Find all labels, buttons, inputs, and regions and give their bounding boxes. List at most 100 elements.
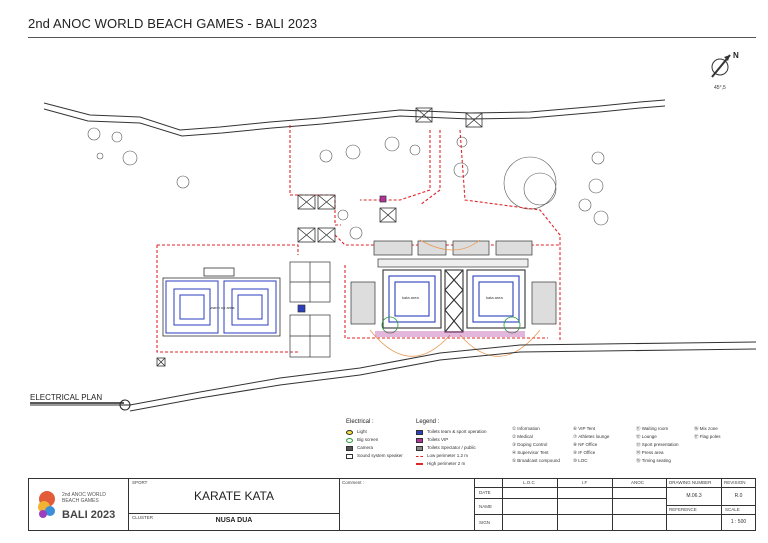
cluster-value: NUSA DUA	[215, 517, 253, 524]
light-icon	[346, 429, 353, 435]
sport-divider	[129, 513, 339, 514]
drawing-number-label: DRAWING NUMBER	[669, 480, 712, 485]
anoc-column: ANOC	[613, 479, 667, 530]
legend-high-perimeter: High perimeter 2 m	[416, 460, 487, 468]
trees	[87, 127, 609, 240]
low-perimeter-icon	[416, 455, 423, 457]
legend-toilets-public: Toilets Spectator / public	[416, 444, 487, 452]
grid-line	[558, 498, 612, 499]
num-label: Medical	[517, 434, 533, 439]
electrical-legend-title: Electrical :	[346, 419, 374, 425]
name-label: NAME	[479, 504, 493, 509]
num-item: ⑨ IF Office	[573, 450, 596, 455]
num-label: LOC	[578, 458, 588, 463]
grid-line	[503, 514, 557, 515]
games-logo-icon	[38, 491, 55, 518]
num-label: Athletes lounge	[578, 434, 610, 439]
numbered-col-2: ⑥ VIP Tent ⑦ Athletes lounge ⑧ NF Office…	[573, 425, 609, 465]
num-label: VIP Tent	[578, 426, 596, 431]
num-item: ③ Doping Control	[512, 442, 548, 447]
sport-label: SPORT	[132, 480, 148, 485]
legend-light-label: Light	[357, 429, 367, 434]
num-label: IF Office	[578, 450, 596, 455]
num-label: Press area	[641, 450, 664, 455]
grid-line	[503, 487, 557, 488]
num-item: ⑧ NF Office	[573, 442, 598, 447]
grid-line	[667, 505, 721, 506]
num-item: ⑭ Press area	[636, 450, 664, 455]
logo-line1: 2nd ANOC WORLD	[62, 492, 106, 498]
num-label: Doping Control	[517, 442, 548, 447]
cluster-label: CLUSTER	[132, 515, 154, 520]
legend-speaker-label: Sound system speaker	[357, 453, 403, 458]
revision-value: R.0	[734, 493, 743, 499]
legend-low-perimeter: Low perimeter 1.2 m	[416, 452, 487, 460]
num-item: ⑩ LOC	[573, 458, 588, 463]
general-legend: Legend : Toilets team & sport operation …	[416, 418, 487, 468]
grid-line	[667, 487, 721, 488]
toilet-team-icon	[416, 429, 423, 435]
if-label: I.F	[582, 480, 588, 485]
num-label: Broadcast compound	[517, 458, 560, 463]
num-item: ② Medical	[512, 434, 533, 439]
num-label: Lounge	[641, 434, 657, 439]
shoreline	[30, 341, 757, 412]
electrical-plan-label: ELECTRICAL PLAN	[30, 393, 102, 402]
num-item: ⑥ VIP Tent	[573, 426, 596, 431]
legend-speaker: Sound system speaker	[346, 452, 403, 460]
grid-line	[613, 498, 666, 499]
num-label: Supervisor Tent	[517, 450, 549, 455]
grid-line	[558, 514, 612, 515]
scale-value: 1 : 500	[730, 519, 747, 525]
compass-angle: 45°,5	[714, 85, 726, 91]
legend-toilets-team-label: Toilets team & sport operation	[427, 429, 487, 434]
vip-stripe	[375, 331, 525, 337]
sign-label: SIGN	[479, 520, 491, 525]
compass-icon: N 45°,5	[711, 51, 739, 91]
toilet-public-icon	[416, 445, 423, 451]
if-column: I.F	[558, 479, 613, 530]
warmup-label: warm up area	[210, 305, 235, 310]
logo-line2: BEACH GAMES	[62, 498, 99, 504]
court-label-right: kata area	[486, 295, 503, 300]
legend-big-screen: Big screen	[346, 436, 403, 444]
num-item: ① Information	[512, 426, 540, 431]
legend-toilets-public-label: Toilets Spectator / public	[427, 445, 476, 450]
num-item: ⑪ Waiting room	[636, 426, 669, 431]
num-item: ⑯ Mix zone	[694, 426, 718, 431]
drawing-number-cell: DRAWING NUMBER M.06.3 REFERENCE	[667, 479, 722, 530]
revision-cell: REVISION R.0 SCALE 1 : 500	[722, 479, 755, 530]
comment-cell: Comment :	[340, 479, 475, 530]
num-item: ④ Supervisor Tent	[512, 450, 549, 455]
camera-arcs	[369, 239, 541, 357]
numbered-col-1: ① Information ② Medical ③ Doping Control…	[512, 425, 560, 465]
scale-label: SCALE	[725, 507, 740, 512]
big-screen-icon	[346, 437, 353, 443]
grid-line	[722, 514, 755, 515]
num-item: ⑫ Lounge	[636, 434, 657, 439]
legend-toilets-vip-label: Toilets VIP	[427, 437, 449, 442]
electrical-legend: Electrical : Light Big screen Camera Sou…	[346, 418, 403, 460]
logo-big-text: BALI 2023	[62, 509, 116, 521]
legend-camera: Camera	[346, 444, 403, 452]
title-rule	[28, 37, 756, 38]
numbered-col-3: ⑪ Waiting room ⑫ Lounge ⑬ Sport presenta…	[636, 425, 679, 465]
page-title: 2nd ANOC WORLD BEACH GAMES - BALI 2023	[28, 16, 318, 31]
grid-line	[558, 487, 612, 488]
legend-high-perimeter-label: High perimeter 2 m	[427, 461, 466, 466]
upper-road	[43, 99, 666, 137]
legend-low-perimeter-label: Low perimeter 1.2 m	[427, 453, 469, 458]
num-label: Waiting room	[641, 426, 669, 431]
num-label: Information	[517, 426, 540, 431]
toilet-vip-icon	[416, 437, 423, 443]
grid-line	[613, 514, 666, 515]
high-perimeter-icon	[416, 463, 423, 465]
loc-column: L.O.C	[503, 479, 558, 530]
electrical-plan-marker: ELECTRICAL PLAN	[30, 393, 131, 411]
legend-toilets-team: Toilets team & sport operation	[416, 428, 487, 436]
court-label-left: kata area	[402, 295, 419, 300]
grid-line	[667, 514, 721, 515]
grid-line	[722, 487, 755, 488]
date-label: DATE	[479, 490, 491, 495]
